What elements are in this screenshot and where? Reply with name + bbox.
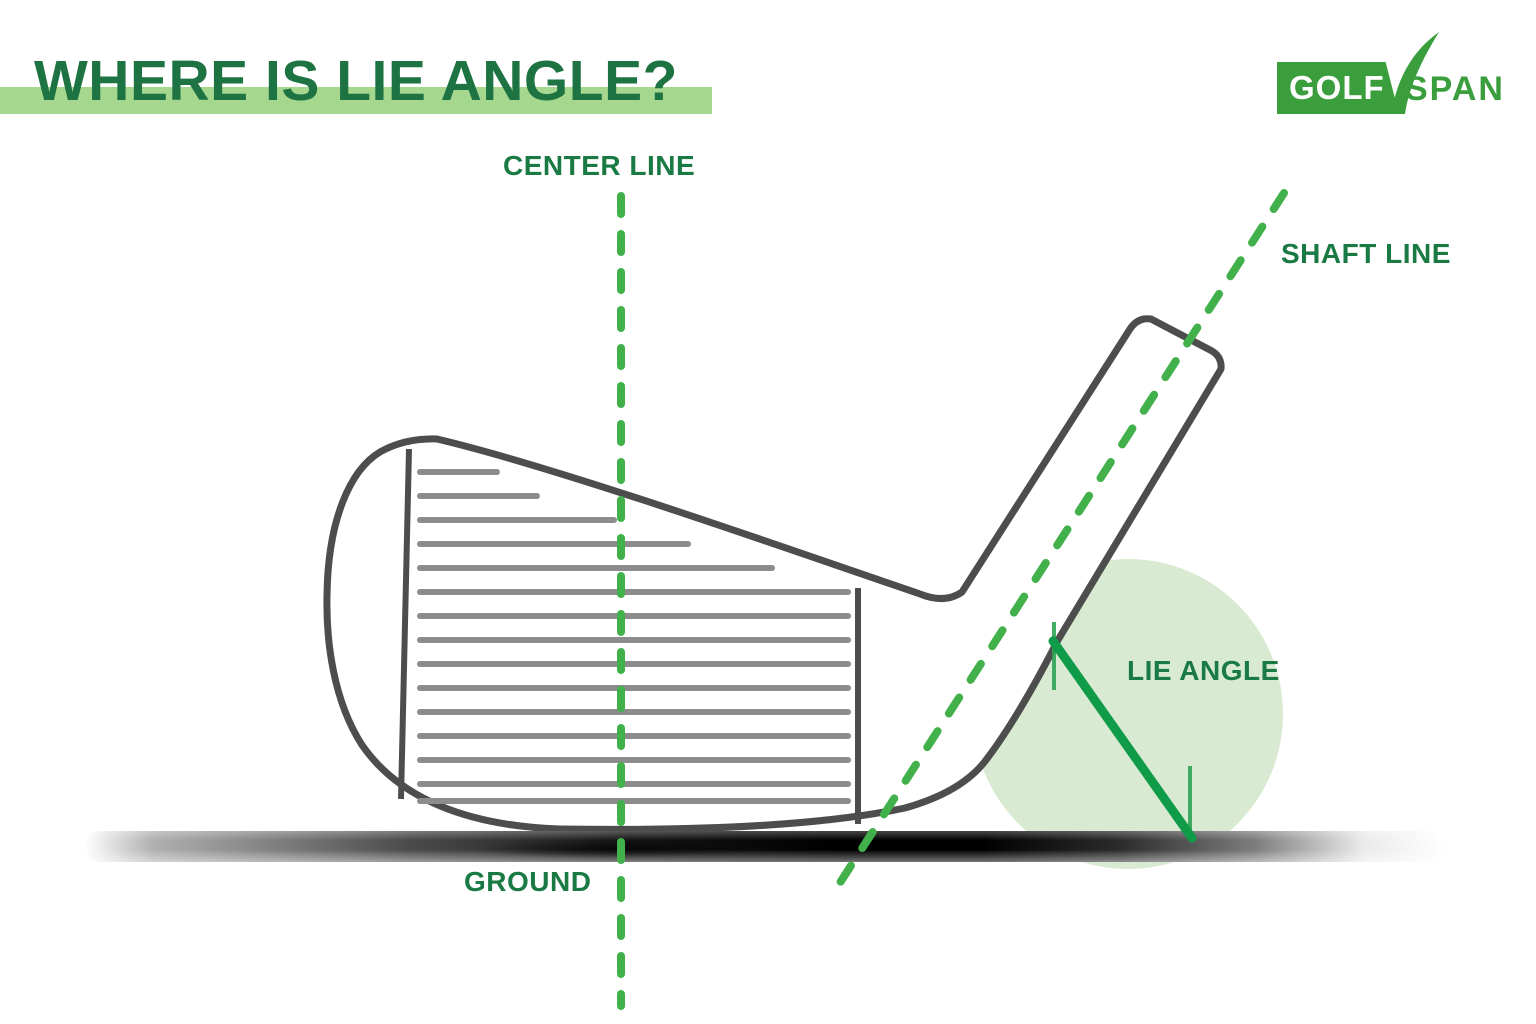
swoosh-shape <box>1391 32 1439 114</box>
page-title: WHERE IS LIE ANGLE? <box>34 49 678 113</box>
logo-golf-text: GOLF <box>1289 69 1385 106</box>
golfspan-logo: GOLF SPAN <box>1277 28 1517 120</box>
lie-angle-line <box>1048 636 1197 843</box>
golf-swoosh-icon <box>1391 32 1439 114</box>
lie-angle-label: LIE ANGLE <box>1127 655 1280 686</box>
logo-golf-box: GOLF <box>1277 62 1399 114</box>
club-outline <box>323 315 1225 833</box>
title-highlight-bar <box>0 87 712 114</box>
ground-label: GROUND <box>464 866 592 897</box>
club-grooves <box>417 469 851 804</box>
shaft-dashed-line <box>830 189 1288 896</box>
shaft-line-label: SHAFT LINE <box>1281 238 1451 269</box>
center-line-label: CENTER LINE <box>503 150 696 181</box>
logo-span-text: SPAN <box>1405 70 1505 108</box>
sole-shadow <box>420 836 800 862</box>
face-left-line <box>398 448 412 800</box>
